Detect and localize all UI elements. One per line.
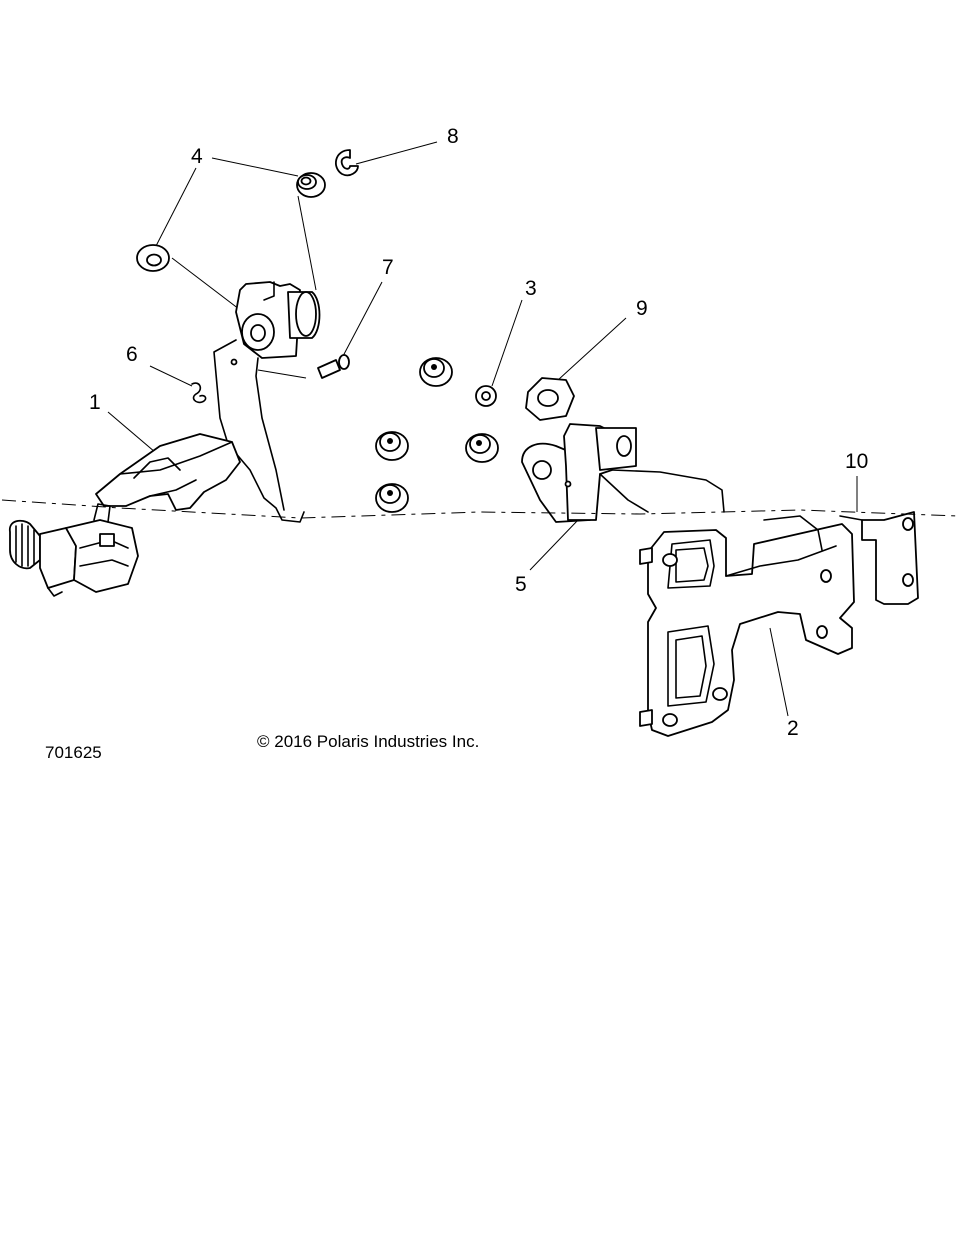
callout-5: 5: [515, 573, 527, 596]
copyright-notice: © 2016 Polaris Industries Inc.: [257, 732, 480, 751]
lock-washer: [475, 385, 497, 407]
callout-9: 9: [636, 297, 648, 320]
break-line: [1, 499, 959, 519]
switch-shield: [95, 433, 241, 511]
callout-7: 7: [382, 256, 394, 279]
callout-4: 4: [191, 145, 203, 168]
callout-3: 3: [525, 277, 537, 300]
side-bracket: [839, 511, 919, 605]
washer-left: [136, 244, 170, 272]
callout-10: 10: [845, 450, 869, 473]
e-clip: [335, 149, 359, 177]
flange-nut-mid-right: [465, 433, 499, 463]
leader-lines: [107, 141, 858, 717]
flange-nut-bottom: [375, 483, 409, 513]
callout-1: 1: [89, 391, 101, 414]
part-number: 701625: [45, 743, 102, 762]
flange-nut-mid-left: [375, 431, 409, 461]
callout-8: 8: [447, 125, 459, 148]
clevis-pin: [317, 354, 350, 379]
hex-nut: [525, 377, 575, 421]
callout-6: 6: [126, 343, 138, 366]
brake-switch: [9, 503, 139, 597]
callout-2: 2: [787, 717, 799, 740]
pivot-bracket: [521, 423, 725, 523]
cotter-pin: [191, 382, 207, 404]
pedal-arm: [213, 281, 321, 523]
bushing-top: [296, 172, 326, 198]
mounting-plate: [639, 515, 855, 737]
flange-nut-top: [419, 357, 453, 387]
